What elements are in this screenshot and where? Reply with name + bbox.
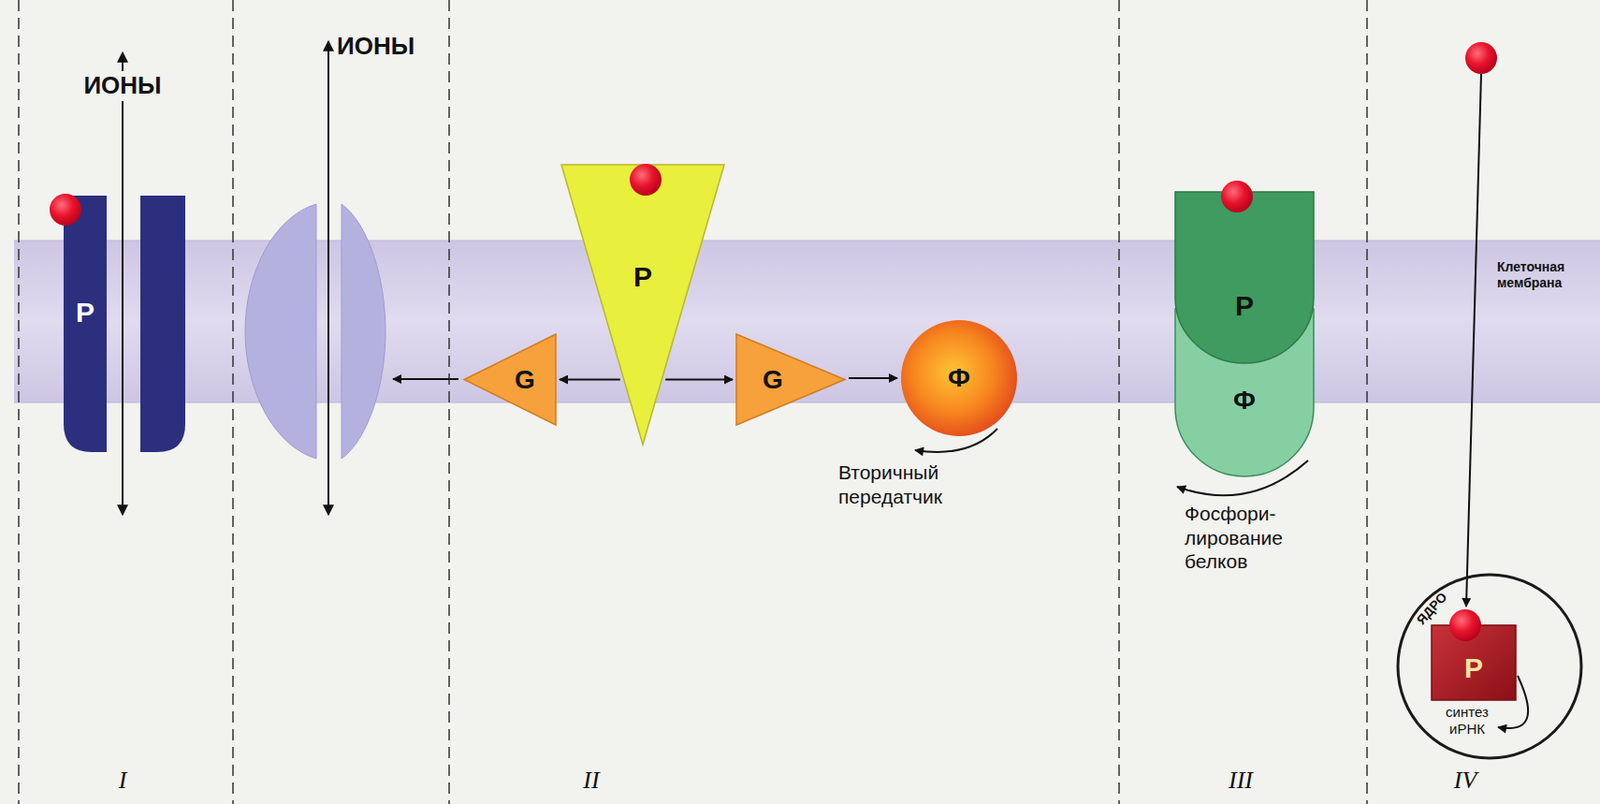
node-text: Р bbox=[1235, 291, 1254, 320]
receptor-triangle: Р bbox=[561, 164, 725, 445]
node-text: Ф bbox=[1233, 387, 1256, 414]
membrane-label: Клеточная мембрана bbox=[1497, 259, 1591, 291]
signal-arrow bbox=[392, 378, 459, 380]
node-text: G bbox=[514, 366, 536, 393]
divider-line bbox=[17, 0, 20, 804]
node-text: Р bbox=[1464, 654, 1484, 683]
node-shape bbox=[1175, 191, 1314, 364]
signal-arrow bbox=[559, 378, 621, 381]
membrane-edge bbox=[14, 402, 1600, 404]
ion-flow-arrow bbox=[121, 52, 124, 515]
ligand-dot bbox=[49, 193, 82, 226]
divider-line bbox=[232, 0, 234, 804]
divider-line bbox=[1366, 0, 1368, 804]
effect-note: Фосфори- лирование белков bbox=[1184, 501, 1302, 574]
channel-half bbox=[245, 203, 317, 459]
receptor-domain: Р bbox=[1175, 191, 1314, 364]
node-text: Р bbox=[633, 262, 653, 291]
node-text: Ф bbox=[947, 364, 971, 392]
nucleus: ЯДРОР bbox=[1396, 572, 1584, 760]
type-number: I bbox=[118, 765, 128, 796]
ligand-dot bbox=[629, 163, 662, 196]
g-protein: G bbox=[464, 334, 556, 425]
node-shape bbox=[561, 164, 725, 445]
g-protein-shape bbox=[464, 334, 556, 425]
type-number: IV bbox=[1454, 765, 1478, 796]
signal-arrow bbox=[665, 378, 733, 381]
signal-arrow bbox=[848, 377, 898, 379]
channel-half bbox=[341, 203, 386, 459]
effect-note: Вторичный передатчик bbox=[838, 460, 989, 509]
receptor-shape bbox=[561, 164, 725, 445]
g-protein: G bbox=[736, 334, 845, 425]
ligand-dot bbox=[1221, 180, 1253, 213]
ion-label: ИОНЫ bbox=[80, 71, 164, 102]
nuclear-receptor: Р bbox=[1431, 625, 1516, 700]
ligand-path bbox=[1466, 73, 1482, 607]
node-shape bbox=[736, 334, 845, 425]
effector-circle: Ф bbox=[901, 320, 1018, 437]
nucleus-outline bbox=[1397, 574, 1582, 758]
ion-label: ИОНЫ bbox=[336, 31, 415, 62]
type-number: II bbox=[582, 765, 599, 796]
ligand-dot bbox=[1465, 42, 1498, 74]
channel-wall bbox=[140, 195, 186, 452]
effector-shape bbox=[901, 320, 1018, 437]
divider-line bbox=[448, 0, 451, 804]
divider-line bbox=[1118, 0, 1120, 804]
type-number: III bbox=[1228, 765, 1253, 796]
node-text: G bbox=[762, 366, 784, 393]
ion-channel-receptor: Р bbox=[63, 195, 186, 452]
ligand-dot bbox=[1449, 609, 1482, 641]
receptor-shape bbox=[1175, 191, 1314, 364]
enzyme-shape bbox=[1175, 308, 1314, 477]
g-protein-shape bbox=[736, 334, 845, 425]
divider-lines bbox=[18, 0, 1368, 804]
node-text: Р bbox=[75, 298, 95, 327]
ion-flow-arrow bbox=[327, 41, 330, 515]
node-shape bbox=[464, 334, 556, 425]
effect-note: синтез иРНК bbox=[1439, 703, 1496, 739]
membrane-edge bbox=[14, 240, 1600, 242]
channel-wall bbox=[63, 195, 107, 452]
